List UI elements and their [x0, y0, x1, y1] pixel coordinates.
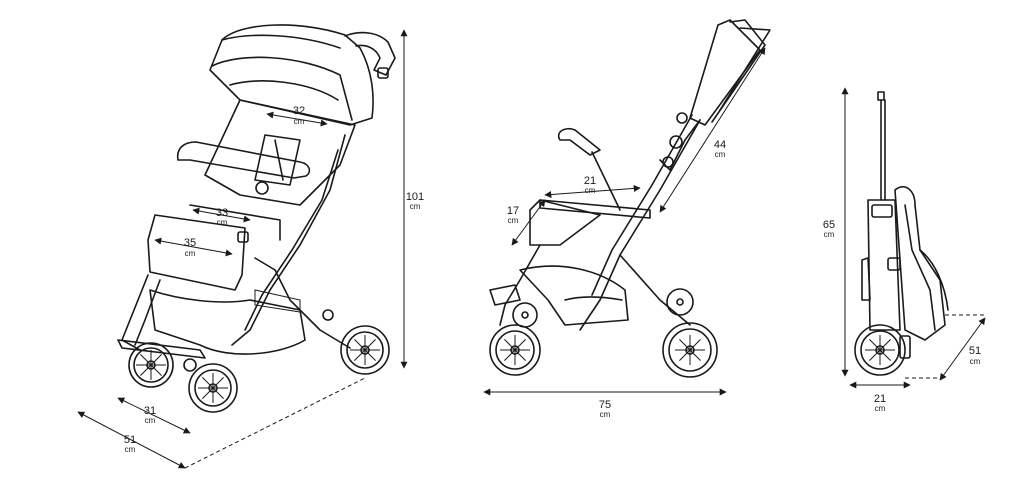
folded-width-unit: cm [875, 404, 886, 413]
stroller-side-view [489, 19, 771, 378]
side-length-unit: cm [600, 410, 611, 419]
stroller-front-view [117, 24, 396, 413]
canopy-width-value: 32 [293, 105, 305, 117]
seat-depth-unit: cm [585, 186, 596, 195]
stroller-folded-view [854, 91, 949, 376]
front-width-unit: cm [145, 416, 156, 425]
seat-depth-value: 21 [584, 175, 596, 187]
front-height-unit: cm [410, 202, 421, 211]
folded-depth-unit: cm [970, 357, 981, 366]
leg-rest-value: 17 [507, 205, 519, 217]
folded-depth-value: 51 [969, 345, 981, 357]
front-width-value: 31 [144, 405, 156, 417]
leg-rest-unit: cm [508, 216, 519, 225]
front-height-value: 101 [406, 191, 424, 203]
seat-width-value: 33 [216, 207, 228, 219]
folded-dimensions: 65 cm 21 cm 51 cm [823, 87, 986, 413]
side-length-value: 75 [599, 399, 611, 411]
folded-width-value: 21 [874, 393, 886, 405]
footrest-width-value: 35 [184, 237, 196, 249]
seat-width-unit: cm [217, 218, 228, 227]
folded-height-unit: cm [824, 230, 835, 239]
backrest-value: 44 [714, 139, 726, 151]
canopy-width-unit: cm [294, 117, 305, 126]
backrest-unit: cm [715, 150, 726, 159]
front-length-unit: cm [125, 445, 136, 454]
folded-height-value: 65 [823, 219, 835, 231]
footrest-width-unit: cm [185, 249, 196, 258]
front-length-value: 51 [124, 434, 136, 446]
front-dimensions: 32 cm 33 cm 35 cm 101 cm 31 cm 51 cm [77, 29, 424, 469]
side-dimensions: 21 cm 17 cm 44 cm 75 cm [483, 47, 766, 419]
